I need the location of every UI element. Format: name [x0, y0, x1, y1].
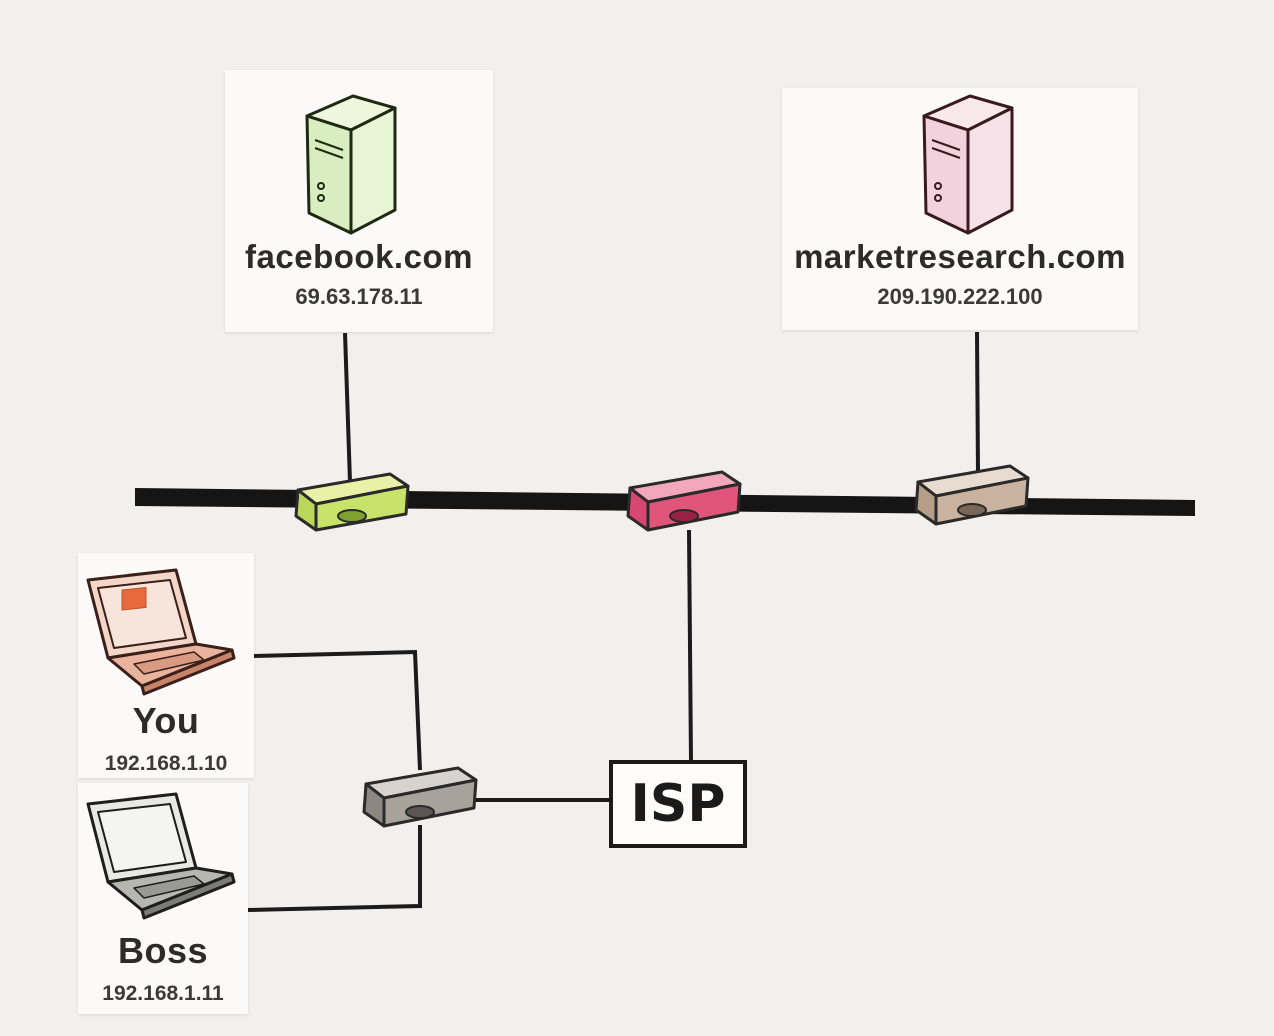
you-link	[253, 649, 422, 771]
isp-box: ISP	[609, 760, 747, 848]
boss-name: Boss	[117, 930, 209, 971]
isp-uplink	[687, 529, 693, 763]
you-name: You	[132, 700, 200, 741]
facebook-ip: 69.63.178.11	[295, 284, 423, 309]
facebook-link	[343, 332, 352, 483]
router-icon	[362, 766, 478, 828]
laptop-icon	[86, 792, 236, 920]
you-ip: 192.168.1.10	[104, 752, 228, 775]
boss-link	[247, 825, 422, 912]
router-icon	[914, 464, 1030, 526]
facebook-name: facebook.com	[245, 238, 473, 275]
router-icon	[294, 472, 410, 532]
marketresearch-name: marketresearch.com	[794, 238, 1126, 275]
marketresearch-link	[975, 331, 980, 474]
laptop-icon	[86, 568, 236, 696]
router-icon	[626, 470, 742, 532]
marketresearch-ip: 209.190.222.100	[877, 284, 1043, 309]
boss-ip: 192.168.1.11	[102, 982, 224, 1005]
server-icon	[305, 94, 397, 235]
server-icon	[922, 94, 1014, 235]
isp-label: ISP	[630, 774, 726, 834]
